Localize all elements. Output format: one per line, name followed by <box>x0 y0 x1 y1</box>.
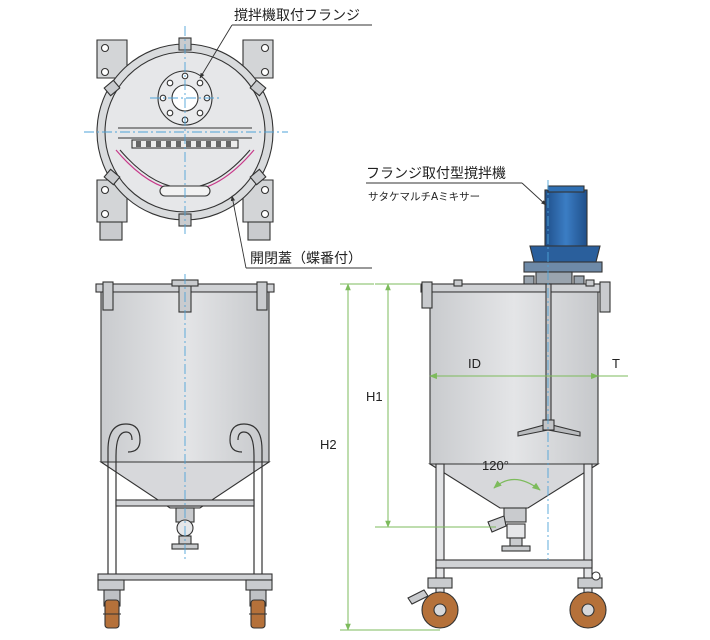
angle-arc <box>493 478 541 491</box>
mixer-model-label: サタケマルチAミキサー <box>368 191 480 203</box>
h2-label: H2 <box>320 437 337 452</box>
angle-label: 120° <box>482 458 509 473</box>
side-casters <box>407 571 607 629</box>
mixer-flange-label: 撹拌機取付フランジ <box>234 8 360 24</box>
h1-label: H1 <box>366 389 383 404</box>
side-view <box>407 185 611 629</box>
t-label: T <box>612 356 620 371</box>
mixer-motor <box>544 189 588 247</box>
side-tank-shell <box>429 291 599 465</box>
side-tank-cone <box>428 463 600 509</box>
front-casters <box>97 579 273 629</box>
mixer-shaft <box>545 283 552 425</box>
id-label: ID <box>468 356 481 371</box>
hinged-lid-label: 開閉蓋（蝶番付） <box>250 251 362 267</box>
flange-mixer-label: フランジ取付型撹拌機 <box>366 166 506 182</box>
